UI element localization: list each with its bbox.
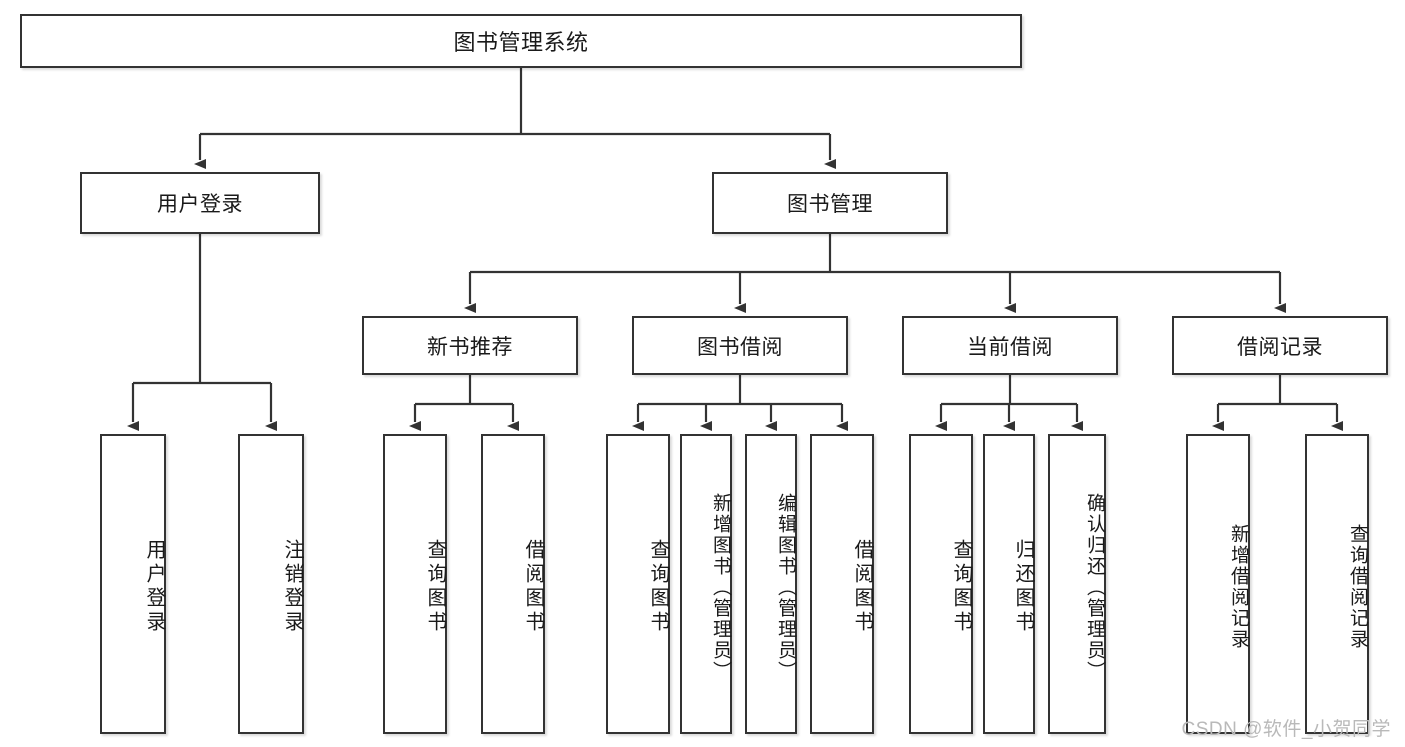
node-leaf-add-borrow-record[interactable]: 新增借阅记录 bbox=[1186, 434, 1250, 734]
node-leaf-user-login[interactable]: 用户登录 bbox=[100, 434, 166, 734]
node-new-book-recommend[interactable]: 新书推荐 bbox=[362, 316, 578, 375]
node-book-manage[interactable]: 图书管理 bbox=[712, 172, 948, 234]
node-borrow-record[interactable]: 借阅记录 bbox=[1172, 316, 1388, 375]
node-leaf-query-book-3[interactable]: 查询图书 bbox=[909, 434, 973, 734]
node-book-borrow[interactable]: 图书借阅 bbox=[632, 316, 848, 375]
node-root[interactable]: 图书管理系统 bbox=[20, 14, 1022, 68]
node-leaf-logout[interactable]: 注销登录 bbox=[238, 434, 304, 734]
node-leaf-return-book[interactable]: 归还图书 bbox=[983, 434, 1035, 734]
node-leaf-query-book-2[interactable]: 查询图书 bbox=[606, 434, 670, 734]
node-leaf-add-book[interactable]: 新增图书（管理员） bbox=[680, 434, 732, 734]
node-leaf-edit-book[interactable]: 编辑图书（管理员） bbox=[745, 434, 797, 734]
node-leaf-query-book-1[interactable]: 查询图书 bbox=[383, 434, 447, 734]
node-leaf-confirm-return[interactable]: 确认归还（管理员） bbox=[1048, 434, 1106, 734]
node-leaf-query-borrow-record[interactable]: 查询借阅记录 bbox=[1305, 434, 1369, 734]
node-user-login[interactable]: 用户登录 bbox=[80, 172, 320, 234]
csdn-watermark: CSDN @软件_小贺同学 bbox=[1181, 719, 1391, 740]
node-leaf-borrow-book-1[interactable]: 借阅图书 bbox=[481, 434, 545, 734]
node-current-borrow[interactable]: 当前借阅 bbox=[902, 316, 1118, 375]
node-leaf-borrow-book-2[interactable]: 借阅图书 bbox=[810, 434, 874, 734]
